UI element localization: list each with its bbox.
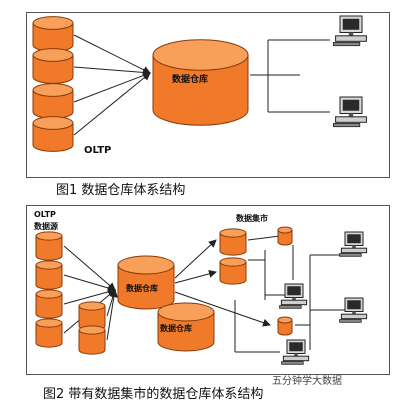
fig1-source-db-4 <box>32 116 74 152</box>
fig2-arrow-mart-3 <box>174 291 271 327</box>
fig1-source-db-3 <box>32 83 74 119</box>
fig1-arrow-3 <box>73 71 151 103</box>
fig2-source-label: 数据源 <box>34 221 58 231</box>
fig2-source-db-4 <box>35 318 63 348</box>
fig1-warehouse-db <box>152 39 249 126</box>
fig1-source-db-1 <box>32 16 74 52</box>
fig1-client-computer-1 <box>332 15 367 47</box>
figure-1-connectors <box>73 34 330 136</box>
fig2-source-db-2 <box>35 260 63 290</box>
fig2-client-computer-1 <box>339 231 368 257</box>
fig2-mart-db-1 <box>219 228 247 256</box>
fig2-source-db-3 <box>35 289 63 319</box>
fig2-mart-db-4 <box>277 316 293 336</box>
fig2-link-a <box>247 235 281 241</box>
fig2-source-db-1 <box>35 231 63 261</box>
fig2-mart-label: 数据集市 <box>236 213 268 223</box>
fig1-arrow-4 <box>73 72 151 136</box>
fig2-warehouse-db <box>117 255 175 310</box>
fig2-client-computer-2 <box>279 283 308 309</box>
fig1-arrow-1 <box>73 34 151 74</box>
fig1-warehouse-label: 数据仓库 <box>172 73 208 85</box>
fig2-arrow-mart-1 <box>174 239 217 279</box>
fig2-source-db-6 <box>78 325 106 355</box>
fig1-arrow-2 <box>73 66 151 77</box>
figure-2-connectors <box>63 235 345 353</box>
fig2-oltp-label: OLTP <box>34 210 56 219</box>
fig1-client-computer-2 <box>332 96 367 128</box>
fig2-mart-db-3 <box>277 226 293 246</box>
fig2-mart-db-2 <box>219 257 247 285</box>
fig2-second-store-label: 数据仓库 <box>160 323 192 333</box>
fig2-client-computer-4 <box>281 339 310 365</box>
fig1-oltp-label: OLTP <box>84 145 111 156</box>
fig2-warehouse-label: 数据仓库 <box>126 283 158 293</box>
figure-2-shapes <box>35 226 368 365</box>
figure-1-shapes <box>32 15 367 152</box>
fig2-arrow-src-1 <box>63 245 116 291</box>
fig2-client-computer-3 <box>339 297 368 323</box>
fig2-second-store-db <box>157 302 215 352</box>
fig2-arrow-src-6 <box>106 289 118 341</box>
fig2-arrow-mart-2 <box>174 269 217 284</box>
figure-1-caption: 图1 数据仓库体系结构 <box>56 183 186 198</box>
fig2-arrow-src-2 <box>63 274 116 292</box>
figure-2-caption: 图2 带有数据集市的数据仓库体系结构 <box>43 387 264 402</box>
fig2-source-db-5 <box>78 301 106 331</box>
fig2-arrow-src-3 <box>63 287 116 305</box>
fig1-source-db-2 <box>32 48 74 84</box>
watermark-text: 五分钟学大数据 <box>272 376 342 387</box>
